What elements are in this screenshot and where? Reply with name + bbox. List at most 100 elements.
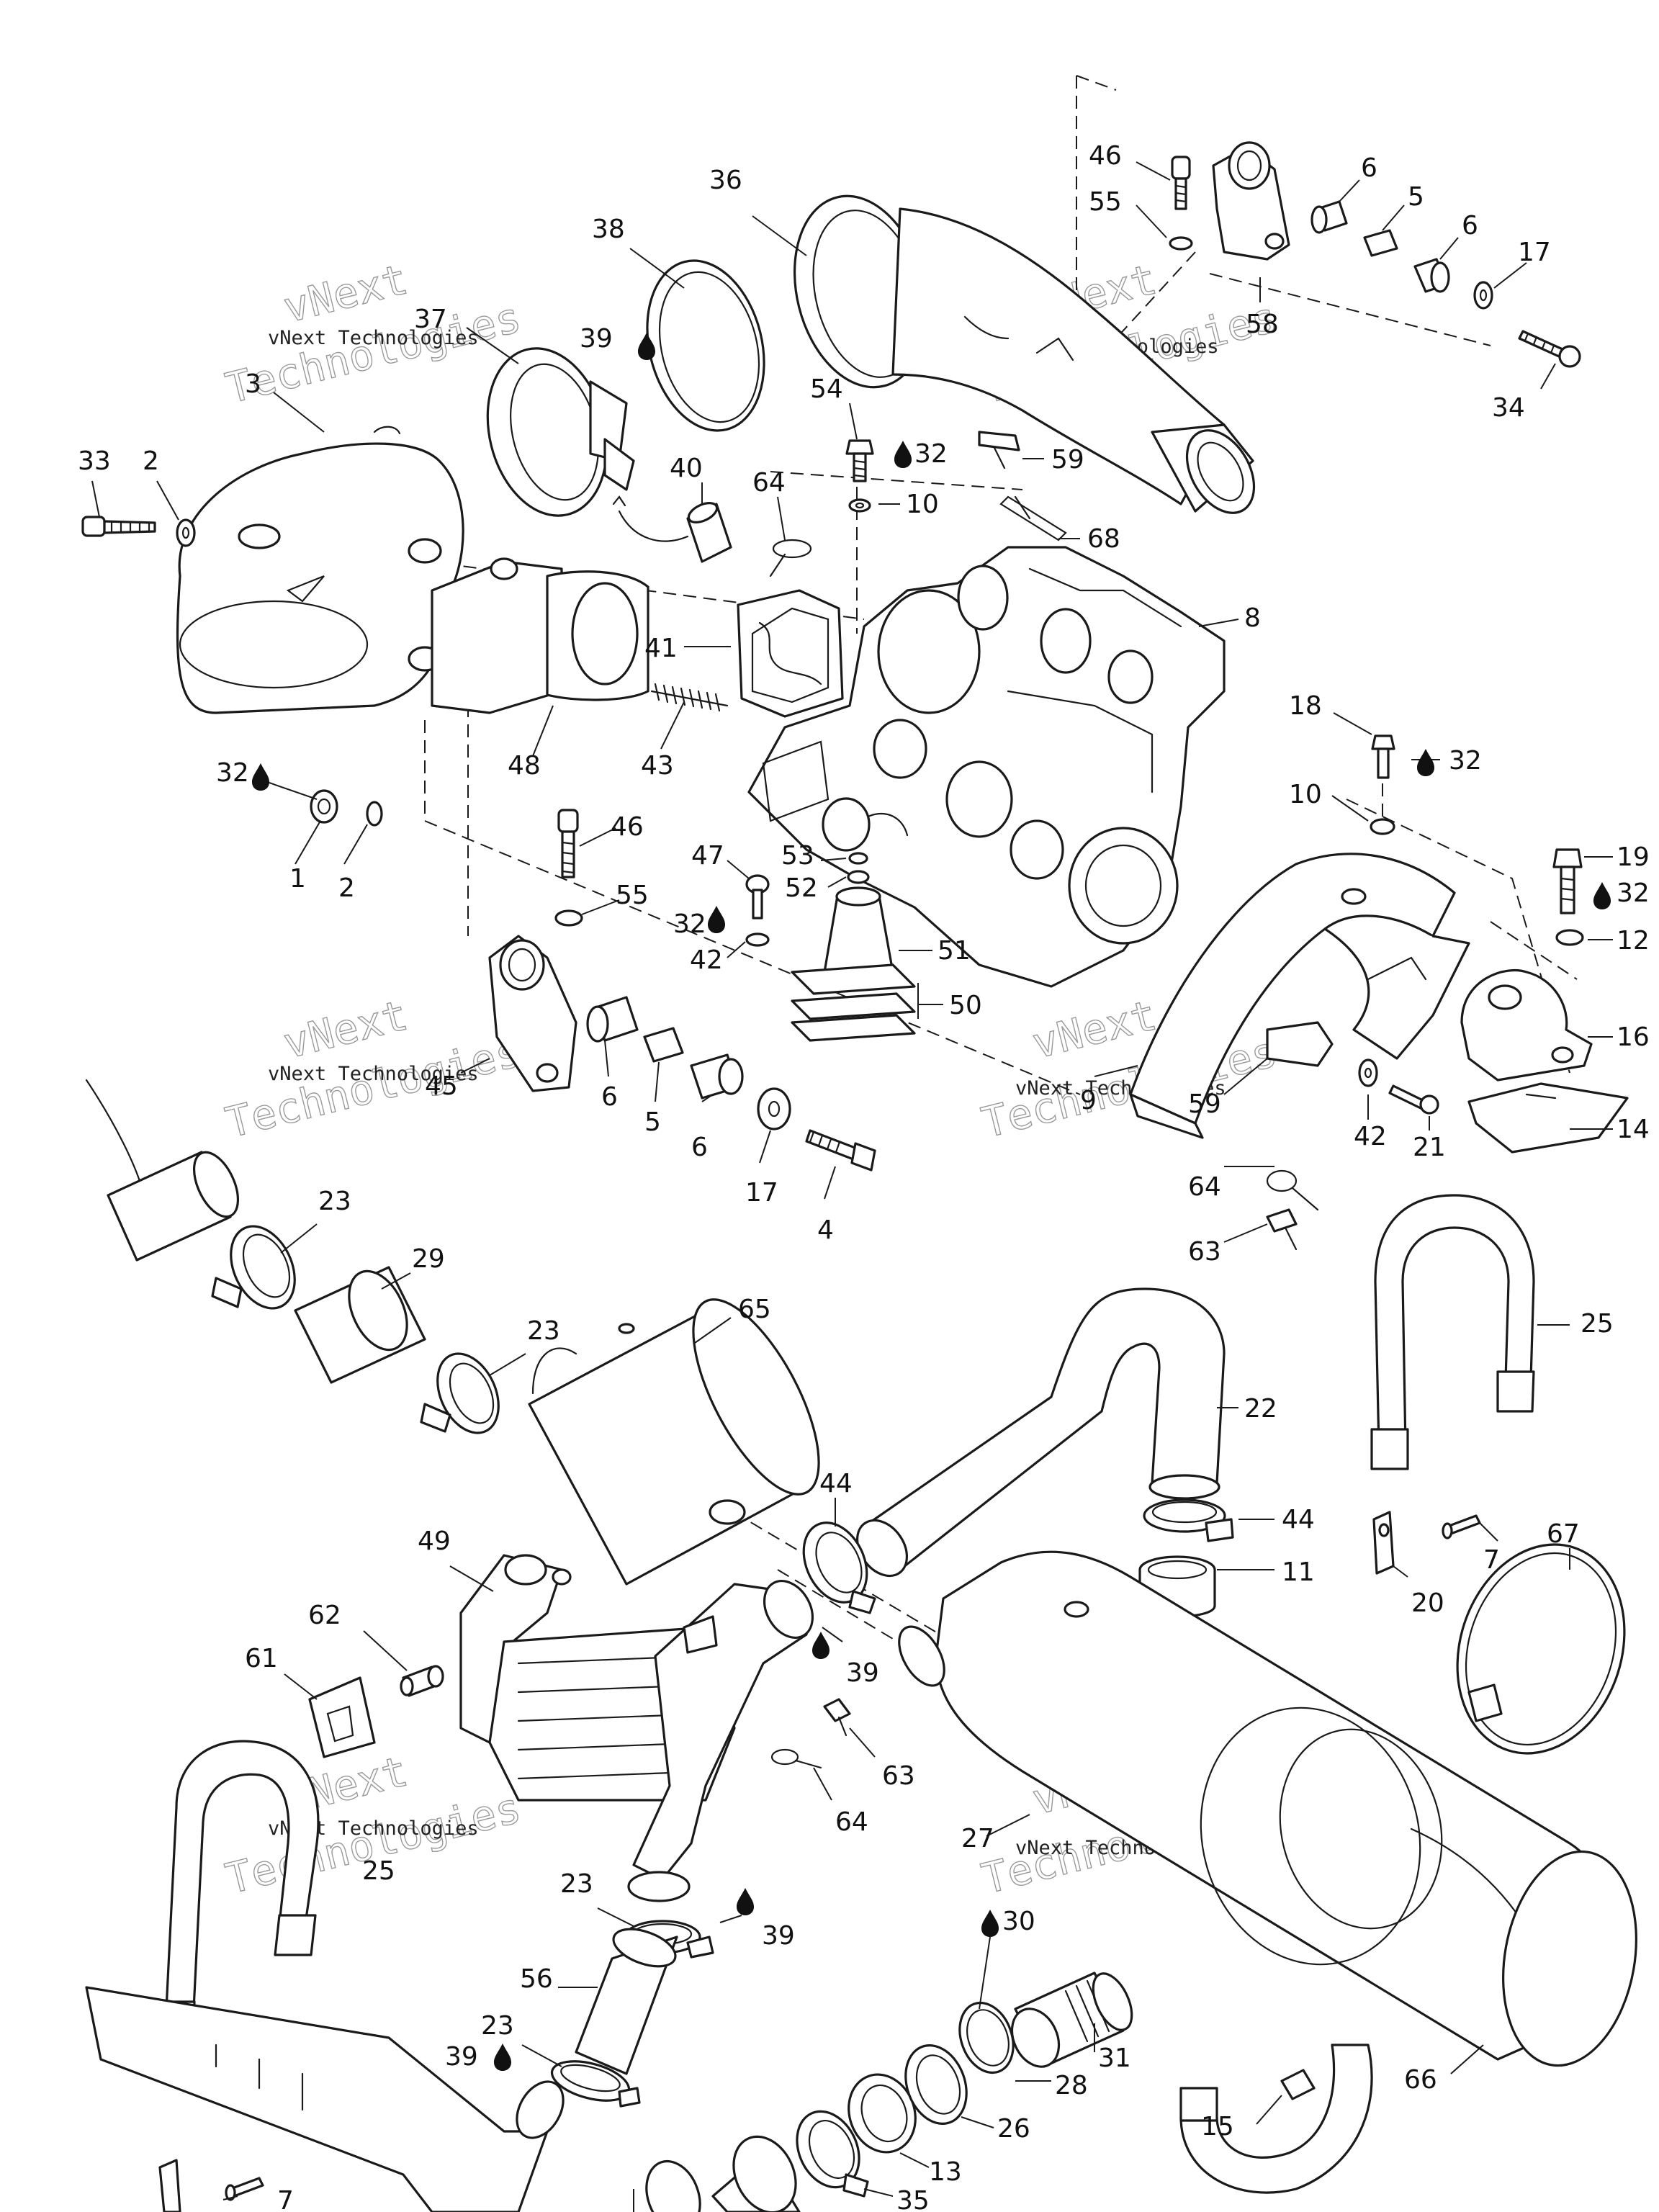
callout-63-low: 63 [882,1761,915,1791]
callout-37: 37 [414,305,447,334]
callout-14: 14 [1617,1115,1650,1144]
hose-clamp-23-b [420,1352,500,1434]
washer-42-mid [745,932,770,947]
exhaust-pipe-49 [459,1554,814,1902]
seal-ring-38 [646,259,765,432]
bolt-46-top [1171,156,1191,210]
callout-51: 51 [938,936,971,966]
callout-64-low: 64 [835,1807,868,1837]
callout-31: 31 [1098,2044,1131,2073]
cable-tie-64-low [770,1748,822,1769]
pipe-22 [855,1287,1226,1578]
callout-16: 16 [1617,1022,1650,1052]
bolt-4 [805,1129,876,1172]
callout-48: 48 [508,751,541,781]
rivet-7-left [225,2177,264,2201]
callout-30: 30 [1002,1907,1035,1936]
washer-55-mid [554,909,583,927]
callout-1: 1 [289,864,306,894]
bolt-47 [745,874,770,920]
callout-23-b: 23 [527,1316,560,1346]
drop-icon [494,2044,511,2071]
clip-20 [1372,1511,1395,1575]
callout-6-top-a: 6 [1361,153,1377,183]
callout-2-top: 2 [143,446,159,476]
plate-14 [1467,1082,1629,1154]
callout-46-top: 46 [1089,141,1122,171]
callout-36: 36 [709,166,742,195]
exhaust-outlet-bottom [85,1986,565,2212]
callout-64-top: 64 [752,468,786,498]
drop-icon [708,906,725,933]
callout-67: 67 [1547,1519,1580,1549]
callout-42-mid: 42 [690,945,723,975]
strap-25-right [1370,1194,1535,1470]
exhaust-manifold [176,426,464,714]
callout-63-mid: 63 [1188,1237,1221,1267]
washer-10-mid [1370,818,1395,835]
callout-22: 22 [1244,1394,1277,1424]
callout-11: 11 [1282,1557,1315,1587]
callout-32-right: 32 [1449,746,1482,775]
cable-tie-64-mid [1266,1169,1319,1211]
callout-21: 21 [1413,1133,1446,1162]
callout-labels: 33 2 3 37 38 36 39 40 64 41 43 48 54 32 … [78,141,1650,2212]
washer-12 [1555,929,1584,946]
heat-shield-65 [528,1298,820,1586]
callout-2-mid: 2 [338,873,355,903]
washer-17-top [1473,281,1493,310]
callout-7-right: 7 [1483,1545,1500,1575]
washer-53 [848,852,868,865]
callout-33: 33 [78,446,111,476]
drop-icon [981,1910,999,1937]
callout-18: 18 [1289,691,1322,721]
bracket-61 [308,1676,376,1758]
hose-clamp-bottom [645,2159,701,2212]
callout-15: 15 [1201,2112,1234,2141]
bushing-6-mid-b [690,1053,744,1100]
washer-10-top [848,498,871,513]
callout-42-right: 42 [1354,1122,1387,1151]
hose-clamp-35 [796,2110,869,2198]
callout-23-a: 23 [318,1187,351,1216]
washer-2-mid [366,801,383,827]
screw-33 [81,516,156,537]
callout-13: 13 [929,2157,962,2187]
washer-2-top [176,518,196,547]
gasket-28 [958,2001,1015,2074]
callout-27: 27 [961,1824,994,1853]
callout-23-c: 23 [560,1869,593,1899]
bushing-6-top-b [1413,258,1450,293]
callout-4: 4 [817,1215,834,1245]
callout-46-mid: 46 [611,812,644,842]
callout-66: 66 [1404,2065,1437,2095]
bracket-58 [1212,141,1290,261]
sleeve-5-top [1363,229,1398,257]
callout-55-top: 55 [1089,187,1122,217]
callout-59-top: 59 [1051,445,1084,475]
bolt-21 [1388,1084,1439,1115]
bolt-19 [1552,848,1583,914]
exhaust-outlet-stub [85,1079,240,1262]
clip-68 [999,495,1067,541]
callout-5-mid: 5 [644,1107,661,1137]
callout-19: 19 [1617,842,1650,872]
callout-68: 68 [1087,524,1120,554]
clamp-band-67 [1456,1543,1626,1755]
callout-38: 38 [592,215,625,244]
callout-5-top: 5 [1408,182,1424,212]
drop-icon [812,1632,830,1659]
callout-20: 20 [1411,1588,1444,1618]
callout-50: 50 [949,991,982,1020]
nut-1 [310,789,338,824]
drop-icon [737,1888,754,1915]
callout-10-top: 10 [906,490,939,519]
callout-8: 8 [1244,603,1261,633]
callout-44-right: 44 [1282,1505,1315,1534]
callout-32-top: 32 [914,439,948,469]
callout-35: 35 [896,2186,930,2212]
callout-29: 29 [412,1244,445,1274]
strap-half-15 [1179,2044,1373,2194]
callout-9: 9 [1080,1086,1097,1115]
